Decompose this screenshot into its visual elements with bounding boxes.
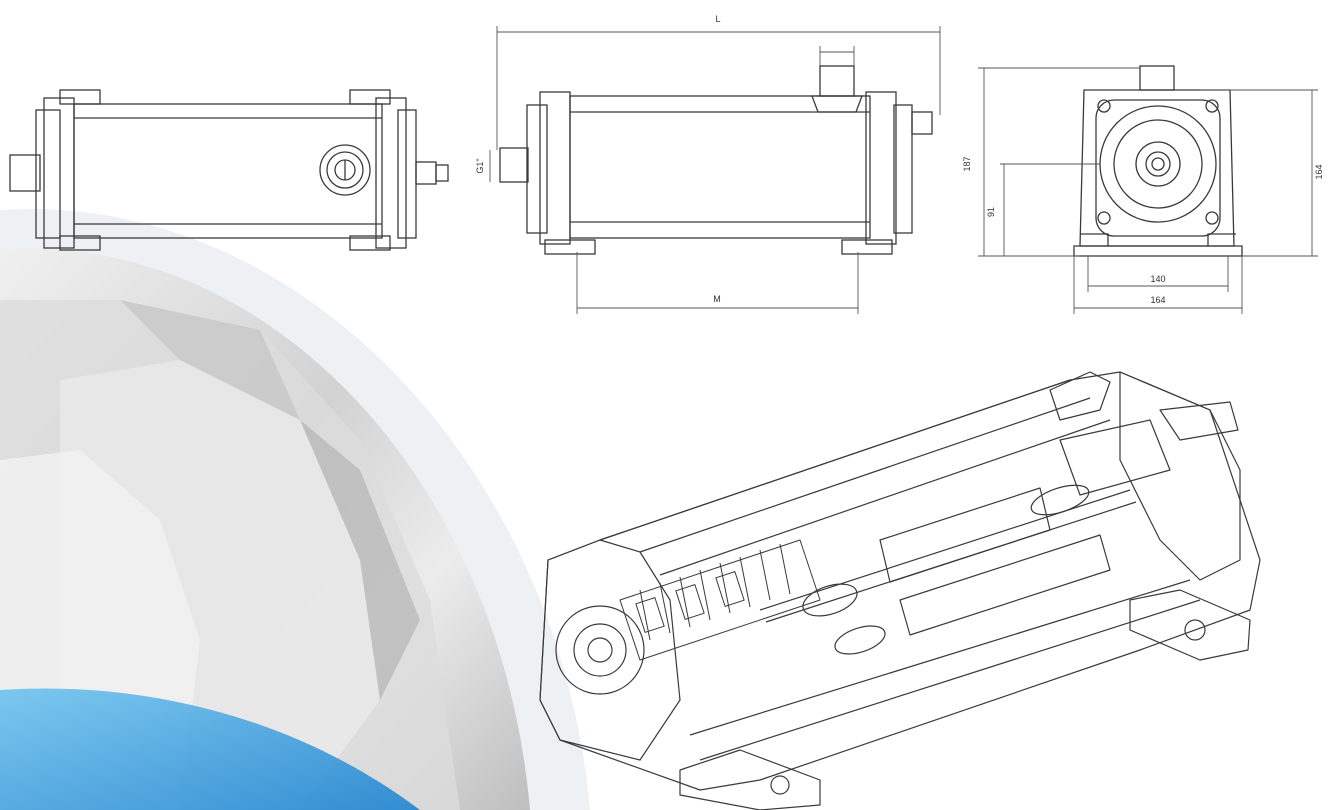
dimension-M: M	[713, 294, 721, 304]
dimension-L: L	[715, 14, 720, 24]
dimension-91: 91	[986, 207, 996, 217]
pump-side-view: L M G1"	[475, 14, 941, 314]
decorative-pump-photo	[0, 209, 590, 810]
dimension-164-height: 164	[1314, 164, 1324, 179]
dimension-187: 187	[962, 156, 972, 171]
pump-top-view	[9, 89, 449, 251]
pump-cutaway-isometric	[539, 371, 1261, 810]
pump-end-view: 187 164 91 140 164	[962, 65, 1324, 314]
dimension-140: 140	[1150, 274, 1165, 284]
dimension-G1: G1"	[475, 158, 485, 173]
dimension-164-width: 164	[1150, 295, 1165, 305]
